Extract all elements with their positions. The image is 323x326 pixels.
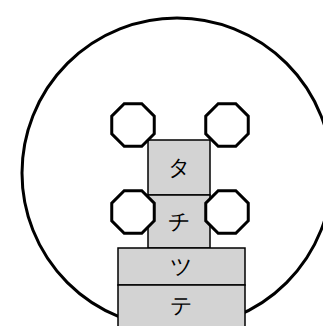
- block-fill: [118, 248, 245, 285]
- octagon-bolt: [112, 104, 155, 147]
- octagon-bolt: [112, 191, 155, 234]
- octagon-bolt: [206, 104, 249, 147]
- stack-block: チ: [148, 195, 210, 248]
- block-label: テ: [170, 295, 193, 317]
- block-fill: [118, 285, 245, 326]
- stack-block: タ: [148, 140, 210, 195]
- block-fill: [148, 195, 210, 248]
- block-label: タ: [168, 157, 191, 179]
- outer-circle: [22, 18, 323, 326]
- stack-block: テ: [118, 285, 245, 326]
- block-fill: [148, 140, 210, 195]
- block-label: チ: [168, 211, 191, 233]
- octagon-bolt: [206, 191, 249, 234]
- stack-block: ツ: [118, 248, 245, 285]
- block-label: ツ: [170, 256, 193, 278]
